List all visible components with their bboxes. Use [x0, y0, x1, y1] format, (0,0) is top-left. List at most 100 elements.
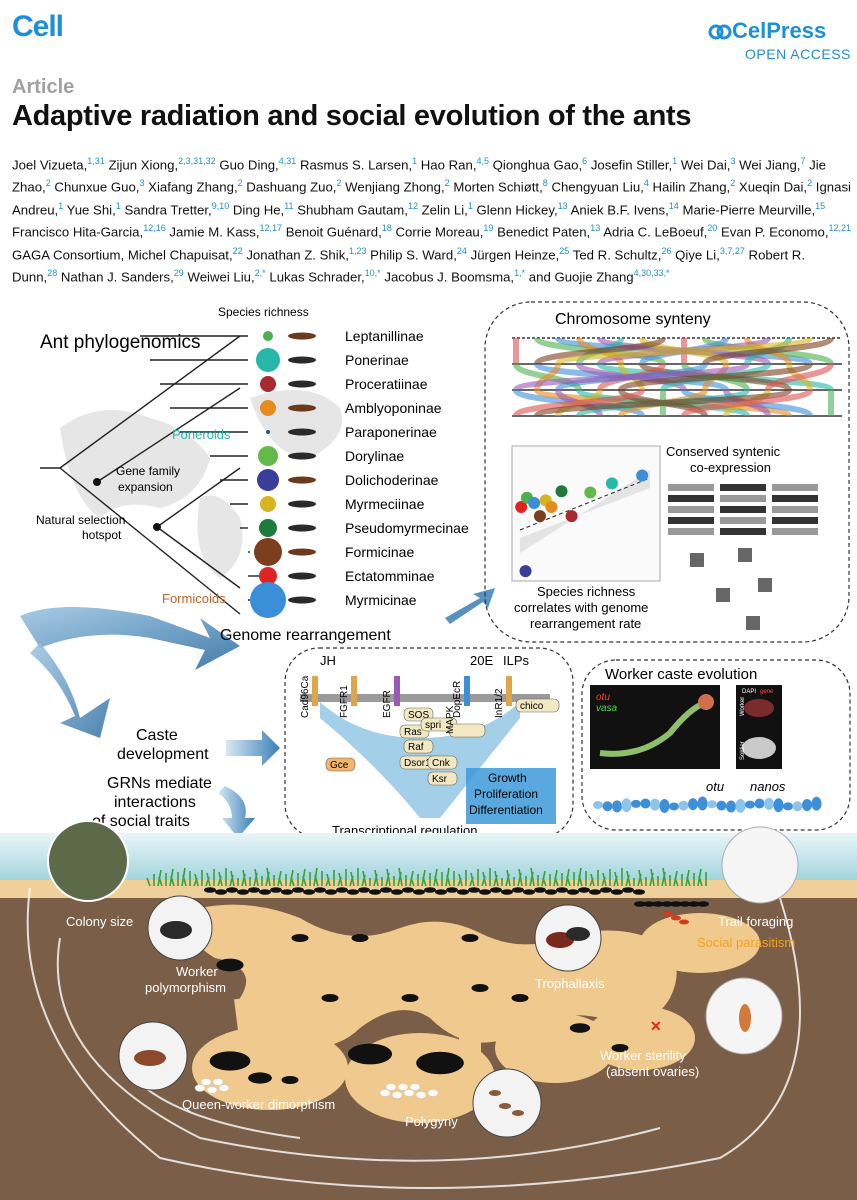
- network-node: [690, 553, 704, 567]
- scatter-point: [584, 486, 597, 499]
- receptor-shape: [464, 676, 470, 706]
- pathway-node-label: Ras: [404, 727, 422, 738]
- ant-silhouette: [321, 994, 339, 1002]
- vasa-stain-label: vasa: [596, 703, 618, 714]
- author-name: Dashuang Zuo,: [246, 179, 337, 195]
- ant-silhouette: [512, 887, 524, 893]
- author-name: Yue Shi,: [66, 202, 116, 218]
- sky-band: [0, 833, 857, 883]
- grass-blade: [470, 872, 475, 887]
- egg: [194, 1084, 206, 1092]
- author-name: Glenn Hickey,: [476, 202, 558, 218]
- subfamily-name: Myrmeciinae: [345, 496, 425, 512]
- coexp-block: [668, 484, 714, 491]
- author-name: Morten Schiøtt,: [453, 179, 543, 195]
- synteny-ribbon: [618, 361, 813, 393]
- subfamily-name: Paraponerinae: [345, 424, 437, 440]
- author-name: Chengyuan Liu,: [551, 179, 644, 195]
- ant-icon: [288, 596, 316, 604]
- coexp-block: [668, 495, 714, 502]
- author-affiliation: 25: [559, 245, 570, 256]
- worker-poly-label-1: Worker: [176, 964, 218, 979]
- pathway-node-label: MAPK: [445, 705, 456, 734]
- scatter-point: [636, 469, 649, 482]
- subfamily-list: LeptanillinaePonerinaeProceratiinaeAmbly…: [250, 328, 469, 618]
- graphical-abstract: Ant phylogenomics Species richness Poner…: [0, 298, 857, 1200]
- egg: [218, 1084, 230, 1092]
- ovariole-cell: [707, 800, 717, 809]
- ovariole-cell: [792, 801, 803, 812]
- network-node: [758, 578, 772, 592]
- egg: [415, 1091, 427, 1099]
- author-affiliation: 15: [815, 200, 826, 211]
- subfamily-name: Leptanillinae: [345, 328, 424, 344]
- ovariole-cell: [688, 798, 698, 811]
- trophallaxis-label: Trophallaxis: [535, 976, 605, 991]
- journal-logo: Cell: [12, 10, 64, 43]
- ant-silhouette: [204, 887, 216, 893]
- egg: [206, 1086, 218, 1094]
- open-access-label: OPEN ACCESS: [745, 46, 851, 62]
- ant-silhouette: [511, 994, 529, 1002]
- ant-icon: [288, 428, 316, 436]
- author-affiliation: 3,7,27: [719, 245, 745, 256]
- worker-poly-label-2: polymorphism: [145, 980, 226, 995]
- grass-blade: [206, 872, 211, 887]
- ovariole-cell: [745, 800, 755, 809]
- caste-dev-label-1: Caste: [136, 727, 178, 744]
- coexp-block: [720, 517, 766, 524]
- ant-silhouette: [611, 1044, 629, 1052]
- author-name: Michel Chapuisat,: [127, 246, 233, 262]
- grass-blade: [530, 867, 535, 887]
- author-name: Weiwei Liu,: [187, 269, 255, 285]
- pathway-node-label: Cnk: [432, 758, 451, 769]
- grass-blade: [386, 868, 391, 887]
- richness-dot: [260, 496, 276, 512]
- author-affiliation: 11: [284, 200, 294, 211]
- grass-blade: [482, 871, 487, 887]
- receptor-label: InR1/2: [494, 688, 505, 718]
- coexp-block: [720, 495, 766, 502]
- species-richness-label: Species richness: [218, 305, 309, 319]
- author-affiliation: 3: [730, 156, 736, 166]
- ovary-shape: [599, 700, 707, 757]
- author-affiliation: 2: [444, 178, 450, 189]
- pathway-node-label: SOS: [408, 710, 429, 721]
- author-affiliation: 1: [58, 200, 64, 211]
- grass-blade: [410, 877, 415, 887]
- ant-silhouette: [303, 889, 315, 895]
- author-name: Guojie Zhang: [554, 269, 634, 285]
- egg: [397, 1083, 409, 1091]
- ant-silhouette: [413, 889, 425, 895]
- scatter-point: [519, 565, 532, 578]
- author-name: Zelin Li,: [421, 202, 468, 218]
- coexp-block: [772, 528, 818, 535]
- scatter-points: [515, 469, 649, 578]
- richness-dot: [257, 469, 279, 491]
- ant-silhouette: [634, 901, 646, 907]
- ant-silhouette: [471, 984, 489, 992]
- receptor-label: DopEcR: [452, 681, 463, 718]
- richness-dot: [260, 400, 276, 416]
- ovariole-cell: [783, 802, 793, 811]
- ant-silhouette: [347, 889, 359, 895]
- receptor-label: Cad96Ca: [300, 675, 311, 718]
- grass-blade: [182, 874, 187, 887]
- author-name: Wenjiang Zhong,: [345, 179, 445, 195]
- ovariole-cell: [678, 800, 689, 811]
- scatter-point: [528, 497, 541, 510]
- ant-silhouette: [216, 958, 244, 972]
- worker-brain-label: Worker: [740, 697, 746, 716]
- ant-silhouette: [461, 934, 479, 942]
- page-title: Adaptive radiation and social evolution …: [12, 100, 692, 132]
- scatter-point: [545, 500, 558, 513]
- author-affiliation: 2: [237, 178, 243, 189]
- author-affiliation: 26: [661, 245, 672, 256]
- ovariole-cell: [735, 798, 746, 813]
- grass-blade: [578, 874, 583, 887]
- author-affiliation: 10,*: [364, 267, 381, 278]
- gene-family-label-1: Gene family: [116, 464, 180, 478]
- e20-label: 20E: [470, 653, 493, 668]
- ant-silhouette: [490, 887, 502, 893]
- ant-silhouette: [643, 901, 655, 907]
